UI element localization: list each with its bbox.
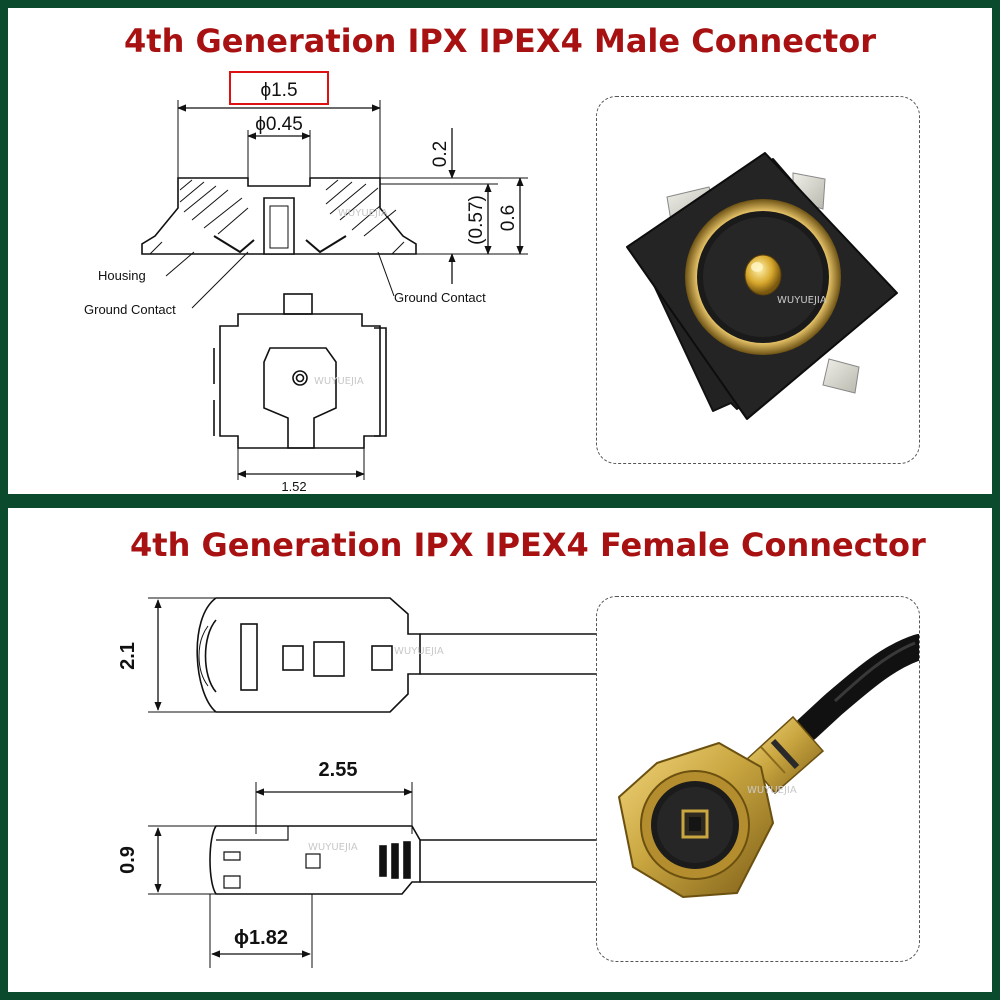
female-technical-drawing: WUYUEJIA 2.1 2.55 WUYUEJIA 0.9 — [117, 597, 598, 968]
label-ground-contact-left: Ground Contact — [84, 302, 176, 317]
dim-outer-diameter: ϕ1.5 — [260, 80, 297, 101]
label-ground-contact-right: Ground Contact — [394, 290, 486, 305]
watermark-female-side: WUYUEJIA — [308, 842, 358, 853]
male-connector-photo: WUYUEJIA — [596, 96, 920, 464]
female-panel-title: 4th Generation IPX IPEX4 Female Connecto… — [130, 526, 926, 564]
dim-footprint-width: 1.52 — [281, 479, 306, 494]
watermark-male-photo: WUYUEJIA — [777, 295, 827, 306]
male-connector-image: WUYUEJIA — [626, 152, 898, 420]
dim-height: 0.9 — [117, 846, 139, 874]
highlight-box — [229, 71, 329, 105]
female-connector-image: WUYUEJIA — [618, 634, 919, 898]
male-technical-drawing: ϕ1.5 ϕ0.45 — [84, 71, 528, 494]
male-footprint — [213, 293, 387, 449]
dim-width: 2.1 — [117, 642, 139, 670]
male-cross-section — [141, 177, 417, 255]
dim-total-height: 0.6 — [498, 205, 519, 231]
dim-body-ref: (0.57) — [466, 195, 487, 245]
male-panel-title: 4th Generation IPX IPEX4 Male Connector — [124, 22, 876, 60]
watermark-male-footprint: WUYUEJIA — [314, 376, 364, 387]
dim-top-gap: 0.2 — [430, 141, 451, 167]
female-side-view — [209, 825, 598, 895]
label-housing: Housing — [98, 268, 146, 283]
dim-diameter: ϕ1.82 — [234, 927, 288, 949]
watermark-male-drawing: WUYUEJIA — [338, 208, 388, 219]
watermark-female-top: WUYUEJIA — [394, 646, 444, 657]
male-connector-panel: 4th Generation IPX IPEX4 Male Connector … — [8, 8, 992, 494]
female-top-view — [196, 597, 598, 713]
watermark-female-photo: WUYUEJIA — [747, 785, 797, 796]
female-connector-panel: 4th Generation IPX IPEX4 Female Connecto… — [8, 508, 992, 992]
female-connector-photo: WUYUEJIA — [596, 596, 920, 962]
dim-length: 2.55 — [319, 759, 358, 781]
dim-inner-diameter: ϕ0.45 — [255, 114, 303, 135]
